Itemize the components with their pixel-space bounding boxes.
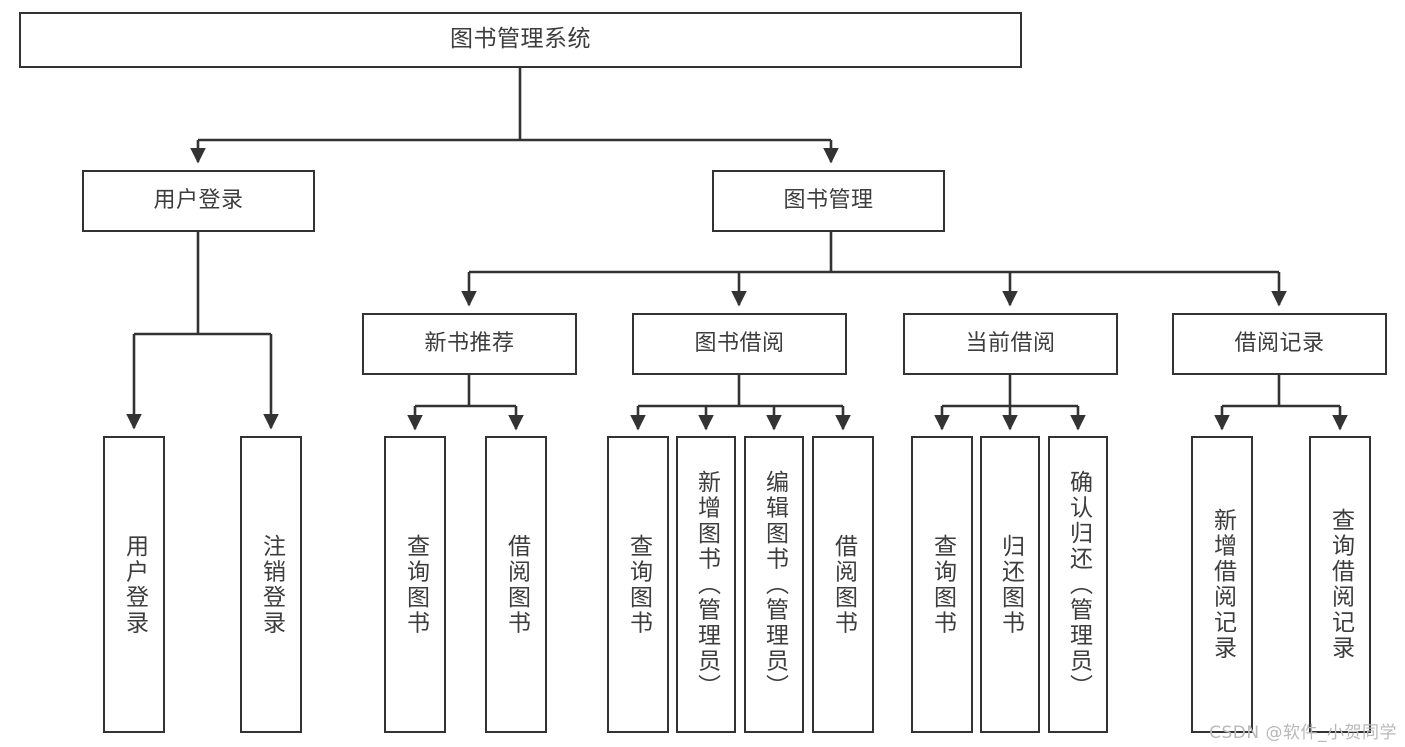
leaf-user-login[interactable]: 用户登录 — [103, 436, 165, 733]
leaf-query-book-recommend-label: 查询图书 — [402, 533, 429, 636]
node-new-book-recommend-label: 新书推荐 — [424, 330, 515, 356]
leaf-confirm-return-admin-label: 确认归还（管理员） — [1065, 469, 1092, 700]
leaf-return-book[interactable]: 归还图书 — [980, 436, 1040, 733]
node-root-label: 图书管理系统 — [450, 26, 591, 53]
leaf-query-book-recommend[interactable]: 查询图书 — [384, 436, 446, 733]
leaf-add-borrow-record-label: 新增借阅记录 — [1209, 508, 1236, 661]
leaf-user-login-label: 用户登录 — [121, 533, 148, 636]
node-book-borrow[interactable]: 图书借阅 — [632, 313, 847, 375]
leaf-logout[interactable]: 注销登录 — [240, 436, 302, 733]
leaf-query-borrow-record[interactable]: 查询借阅记录 — [1309, 436, 1371, 733]
node-new-book-recommend[interactable]: 新书推荐 — [362, 313, 577, 375]
leaf-query-book-current-label: 查询图书 — [929, 533, 956, 636]
node-borrow-records[interactable]: 借阅记录 — [1172, 313, 1387, 375]
leaf-add-borrow-record[interactable]: 新增借阅记录 — [1191, 436, 1253, 733]
node-user-login-label: 用户登录 — [153, 187, 244, 213]
leaf-borrow-book-label: 借阅图书 — [830, 533, 857, 636]
leaf-edit-book-admin-label: 编辑图书（管理员） — [761, 469, 788, 700]
leaf-add-book-admin-label: 新增图书（管理员） — [693, 469, 720, 700]
node-borrow-records-label: 借阅记录 — [1234, 330, 1325, 356]
node-root[interactable]: 图书管理系统 — [19, 12, 1022, 68]
leaf-add-book-admin[interactable]: 新增图书（管理员） — [676, 436, 736, 733]
node-book-management-label: 图书管理 — [783, 187, 874, 213]
leaf-query-book-current[interactable]: 查询图书 — [911, 436, 973, 733]
watermark: CSDN @软件_小贺同学 — [1209, 723, 1397, 743]
leaf-edit-book-admin[interactable]: 编辑图书（管理员） — [744, 436, 804, 733]
node-book-borrow-label: 图书借阅 — [694, 330, 785, 356]
leaf-borrow-book[interactable]: 借阅图书 — [812, 436, 874, 733]
leaf-query-book-borrow[interactable]: 查询图书 — [607, 436, 669, 733]
node-current-borrow-label: 当前借阅 — [965, 330, 1056, 356]
node-book-management[interactable]: 图书管理 — [712, 170, 945, 232]
leaf-query-book-borrow-label: 查询图书 — [625, 533, 652, 636]
leaf-logout-label: 注销登录 — [258, 533, 285, 636]
leaf-borrow-book-recommend[interactable]: 借阅图书 — [485, 436, 547, 733]
leaf-confirm-return-admin[interactable]: 确认归还（管理员） — [1048, 436, 1108, 733]
node-user-login[interactable]: 用户登录 — [82, 170, 315, 232]
leaf-return-book-label: 归还图书 — [997, 533, 1024, 636]
leaf-query-borrow-record-label: 查询借阅记录 — [1327, 508, 1354, 661]
node-current-borrow[interactable]: 当前借阅 — [903, 313, 1118, 375]
leaf-borrow-book-recommend-label: 借阅图书 — [503, 533, 530, 636]
